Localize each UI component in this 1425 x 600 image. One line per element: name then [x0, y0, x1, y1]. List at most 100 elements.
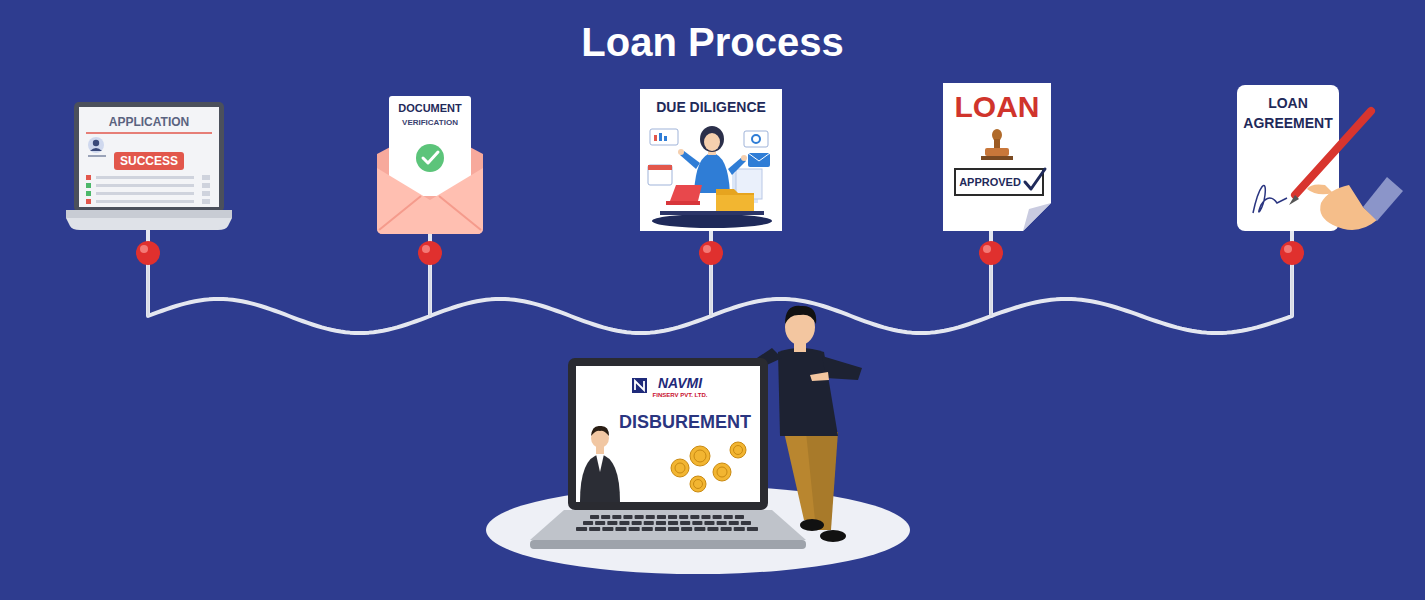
disbursement-laptop-outline-part	[681, 527, 692, 531]
diagram-title: Loan Process	[0, 20, 1425, 65]
due-diligence-card-outline-part	[650, 129, 678, 145]
application-laptop-outline-part	[96, 176, 194, 179]
document-envelope-outline-part	[416, 144, 444, 172]
due-diligence-card-outline-part	[648, 165, 672, 170]
map-pin-part	[710, 262, 712, 316]
map-pin	[136, 241, 160, 316]
step-subheading: VERIFICATION	[389, 118, 471, 128]
map-pin-part	[418, 241, 442, 265]
disbursement-laptop-outline-part	[601, 515, 610, 519]
application-laptop-outline-part	[90, 148, 102, 151]
disbursement-laptop-outline-part	[694, 450, 706, 462]
application-laptop-outline-part	[114, 152, 184, 170]
step-heading: APPLICATION	[86, 115, 212, 129]
loan-agreement-paper: LOAN AGREEMENT	[1237, 85, 1339, 231]
due-diligence-card-outline-part	[748, 153, 770, 161]
disbursement-laptop-outline-part	[580, 454, 620, 502]
disbursement-laptop-outline-part	[713, 463, 731, 481]
disbursement-laptop-outline-part	[692, 521, 702, 525]
disbursement-laptop-outline-part	[595, 521, 605, 525]
disbursement-laptop-outline-part	[690, 446, 710, 466]
due-diligence-card-outline-part	[748, 153, 770, 167]
loan-agreement-paper-outline-part	[1363, 177, 1403, 221]
disbursement-laptop-outline-part	[629, 527, 640, 531]
disbursement-laptop-outline-part	[668, 521, 678, 525]
disbursement-laptop-outline-part	[730, 442, 746, 458]
disbursement-laptop-outline-part	[668, 527, 679, 531]
person-figure-part	[806, 432, 838, 530]
map-pin	[1280, 241, 1304, 316]
disbursement-laptop-outline-part	[615, 527, 626, 531]
disbursement-laptop-outline-part	[623, 515, 632, 519]
application-laptop-outline-part	[202, 199, 210, 204]
disbursement-laptop-outline-part	[576, 527, 587, 531]
application-laptop-outline-part	[202, 175, 210, 180]
step-heading: DUE DILIGENCE	[640, 99, 782, 116]
map-pin-part	[990, 262, 992, 316]
document-envelope: DOCUMENTVERIFICATION	[377, 96, 483, 234]
application-laptop-outline-part	[96, 184, 194, 187]
disbursement-laptop-outline-part	[721, 527, 732, 531]
map-pin-part	[1280, 241, 1304, 265]
step-heading: DISBUREMENT	[610, 411, 760, 433]
status-badge: SUCCESS	[114, 152, 184, 170]
step-heading: LOAN AGREEMENT	[1241, 93, 1335, 133]
document-envelope-outline-part	[379, 196, 481, 230]
due-diligence-card-outline-part	[670, 185, 702, 201]
application-laptop-outline-part	[86, 175, 91, 180]
disbursement-laptop-outline-part	[671, 459, 689, 477]
brand-tagline: FINSERV PVT. LTD.	[648, 392, 712, 399]
application-laptop-outline-part	[202, 191, 210, 196]
application-laptop-outline-part	[86, 183, 91, 188]
loan-approved-paper-outline-part	[943, 83, 1051, 231]
disbursement-laptop-outline-part	[530, 510, 806, 540]
due-diligence-card-outline-part	[716, 195, 754, 213]
disbursement-laptop-outline-part	[734, 446, 743, 455]
map-pin-part	[429, 262, 431, 316]
disbursement-laptop-outline-part	[583, 521, 593, 525]
map-pin-part	[140, 245, 148, 253]
disbursement-laptop-outline-part	[602, 527, 613, 531]
map-pin-part	[147, 262, 149, 316]
due-diligence-card-outline-part	[659, 133, 662, 141]
disbursement-laptop-outline-part	[675, 463, 685, 473]
disbursement-laptop-outline-part	[713, 515, 722, 519]
document-envelope-outline	[377, 96, 483, 234]
application-laptop-outline-part	[88, 137, 104, 153]
disbursement-laptop-outline-part	[656, 521, 666, 525]
disbursement-laptop-outline-part	[735, 515, 744, 519]
disbursement-laptop: NAVMIFINSERV PVT. LTD.DISBUREMENT	[530, 358, 806, 550]
wavy-connector	[711, 231, 991, 333]
application-laptop-outline-part	[66, 210, 232, 218]
disbursement-laptop-outline-part	[741, 521, 751, 525]
map-pin-part	[1291, 262, 1293, 316]
loan-approved-paper-outline-part	[1023, 203, 1051, 231]
approval-stamp: APPROVED	[957, 169, 1023, 195]
disbursement-laptop-outline-part	[704, 521, 714, 525]
person-figure-part	[800, 519, 824, 531]
due-diligence-card-outline-part	[744, 131, 768, 147]
loan-approved-paper: LOAN APPROVED	[943, 83, 1051, 231]
disbursement-laptop-outline-part	[729, 521, 739, 525]
due-diligence-card-outline-part	[652, 214, 772, 228]
due-diligence-card: DUE DILIGENCE	[640, 89, 782, 231]
map-pin-part	[1284, 245, 1292, 253]
disbursement-laptop-outline-part	[717, 467, 727, 477]
document-envelope-outline-part	[389, 96, 471, 196]
map-pin	[418, 241, 442, 316]
map-pin	[979, 241, 1003, 316]
due-diligence-card-outline-part	[704, 133, 720, 151]
disbursement-laptop-outline-part	[655, 527, 666, 531]
application-laptop-outline-part	[66, 218, 232, 230]
loan-agreement-paper-outline-part	[1307, 185, 1333, 195]
disbursement-laptop-outline-part	[747, 527, 758, 531]
disbursement-laptop-outline-part	[612, 515, 621, 519]
map-pin-part	[979, 241, 1003, 265]
due-diligence-card-outline-part	[654, 135, 657, 141]
due-diligence-card-outline-part	[716, 189, 754, 213]
wavy-connector	[430, 231, 711, 333]
map-pin-part	[422, 245, 430, 253]
due-diligence-card-outline-part	[640, 89, 782, 231]
approval-heading: LOAN	[943, 89, 1051, 125]
map-pin-part	[703, 245, 711, 253]
